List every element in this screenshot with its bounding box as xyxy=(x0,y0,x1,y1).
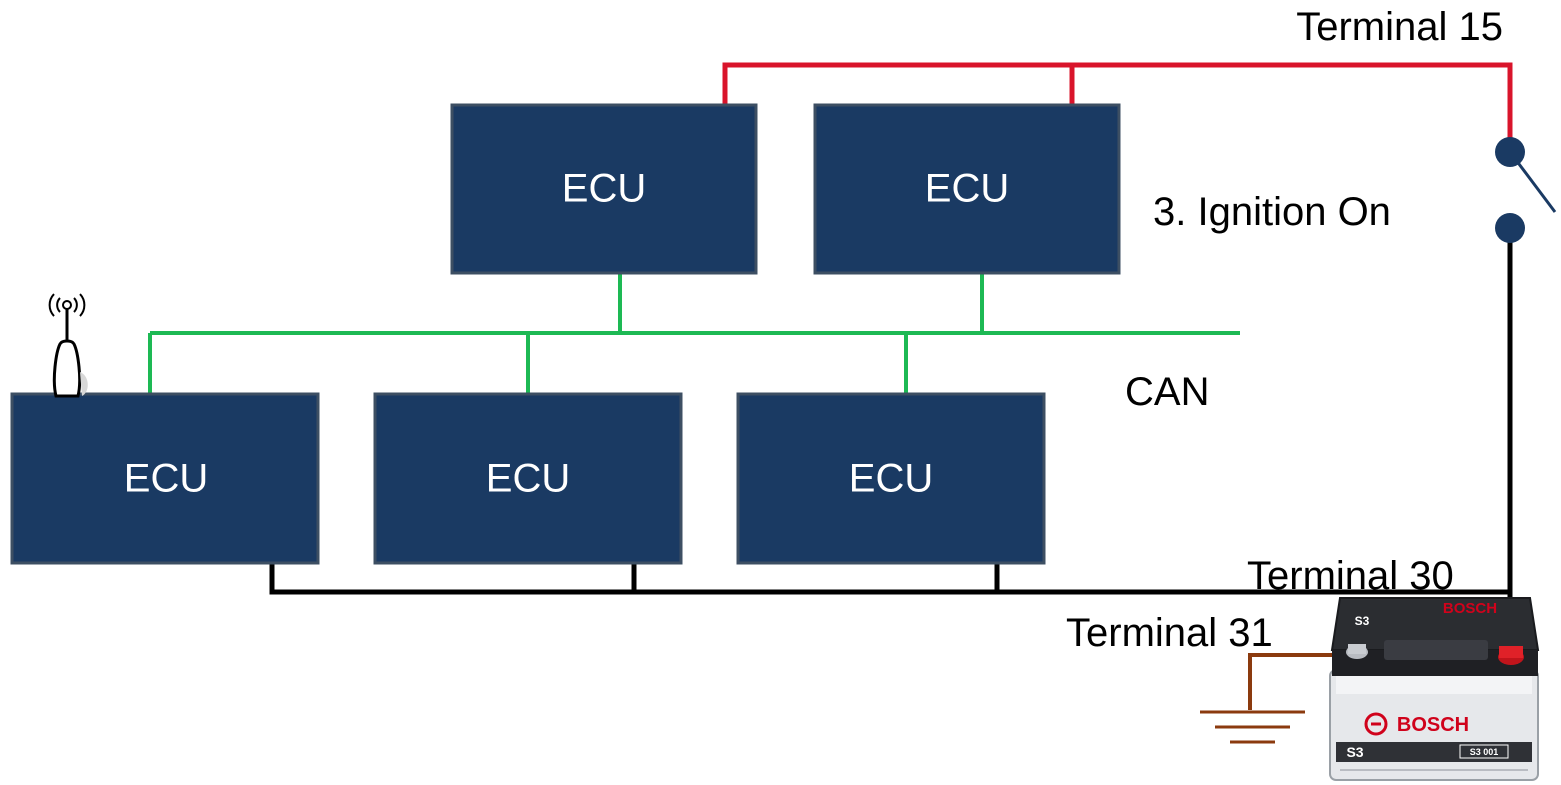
can-label: CAN xyxy=(1125,370,1209,414)
car-battery-icon: BOSCH S3 BOSCH S3 S3 001 xyxy=(1329,597,1540,781)
can-bus xyxy=(148,273,1240,395)
terminal-15-label: Terminal 15 xyxy=(1296,5,1503,49)
ignition-label: 3. Ignition On xyxy=(1153,190,1391,234)
terminal-30-wiring xyxy=(269,230,1513,655)
ecu-box[interactable]: ECU xyxy=(373,392,683,565)
terminal-30-wire xyxy=(269,563,1510,595)
terminal-15-wiring xyxy=(722,62,1513,145)
battery-model-front: S3 xyxy=(1346,744,1363,760)
antenna-icon xyxy=(48,293,88,398)
ecu-box[interactable]: ECU xyxy=(10,392,320,565)
battery-brand-front: BOSCH xyxy=(1397,714,1469,736)
ecu-label: ECU xyxy=(849,457,933,501)
ignition-switch-icon xyxy=(1495,137,1557,243)
ecu-box[interactable]: ECU xyxy=(736,392,1046,565)
terminal-31-label: Terminal 31 xyxy=(1066,611,1273,655)
ecu-box[interactable]: ECU xyxy=(813,103,1121,275)
terminal-30-label: Terminal 30 xyxy=(1247,554,1454,598)
terminal-15-wire xyxy=(722,62,1513,145)
ecu-label: ECU xyxy=(562,167,646,211)
ground-wiring xyxy=(1248,653,1355,710)
ground-wire xyxy=(1248,653,1355,710)
ground-symbol-icon xyxy=(1200,710,1305,744)
battery-model-top: S3 xyxy=(1355,614,1370,628)
ecu-label: ECU xyxy=(486,457,570,501)
ecu-box[interactable]: ECU xyxy=(450,103,758,275)
ecu-label: ECU xyxy=(124,457,208,501)
battery-brand-top: BOSCH xyxy=(1443,600,1497,617)
ecu-label: ECU xyxy=(925,167,1009,211)
battery-code-front: S3 001 xyxy=(1470,747,1499,757)
